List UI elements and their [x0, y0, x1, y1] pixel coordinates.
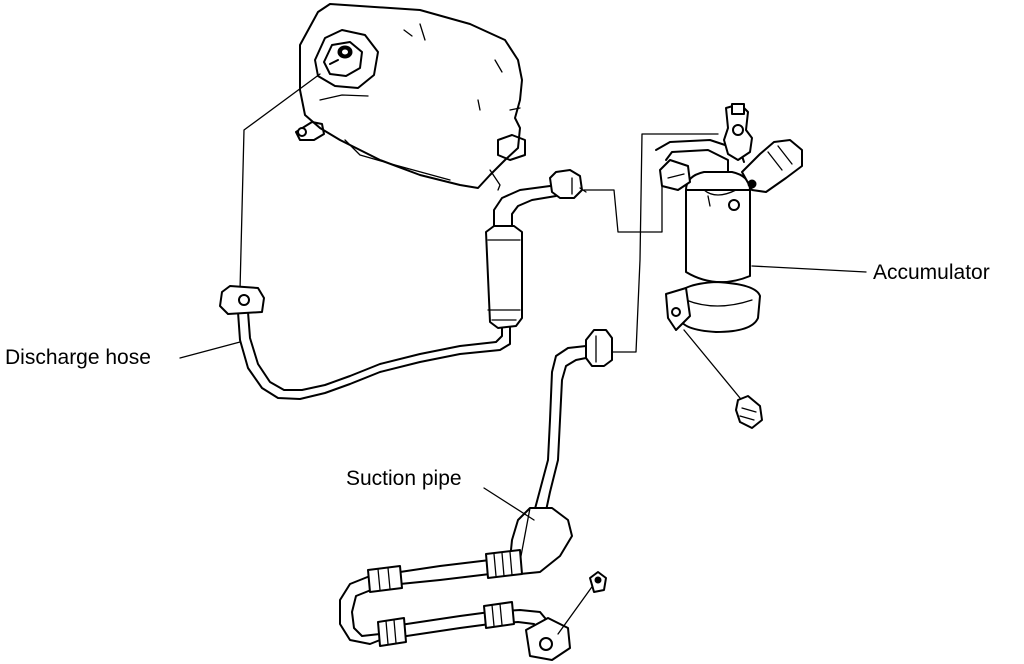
- suction-pipe: [339, 329, 613, 661]
- discharge-hose-label: Discharge hose: [5, 346, 151, 369]
- suction-pipe-label: Suction pipe: [346, 467, 462, 490]
- leader-suction-label: [483, 487, 535, 521]
- compressor-stud: [295, 121, 325, 141]
- leader-compressor: [239, 73, 321, 291]
- accumulator-bracket: [665, 281, 761, 333]
- discharge-hose: [219, 169, 587, 400]
- leader-discharge-accumulator: [583, 185, 663, 233]
- bracket-bolt: [683, 329, 763, 429]
- suction-bolt: [557, 571, 607, 635]
- accumulator: [655, 103, 803, 284]
- accumulator-label: Accumulator: [873, 261, 990, 284]
- compressor-port-fitting: [314, 29, 379, 89]
- leader-accumulator-top: [605, 133, 719, 353]
- leader-accumulator-label: [751, 265, 867, 273]
- compressor-housing: [299, 3, 526, 191]
- leader-discharge-label: [179, 341, 241, 359]
